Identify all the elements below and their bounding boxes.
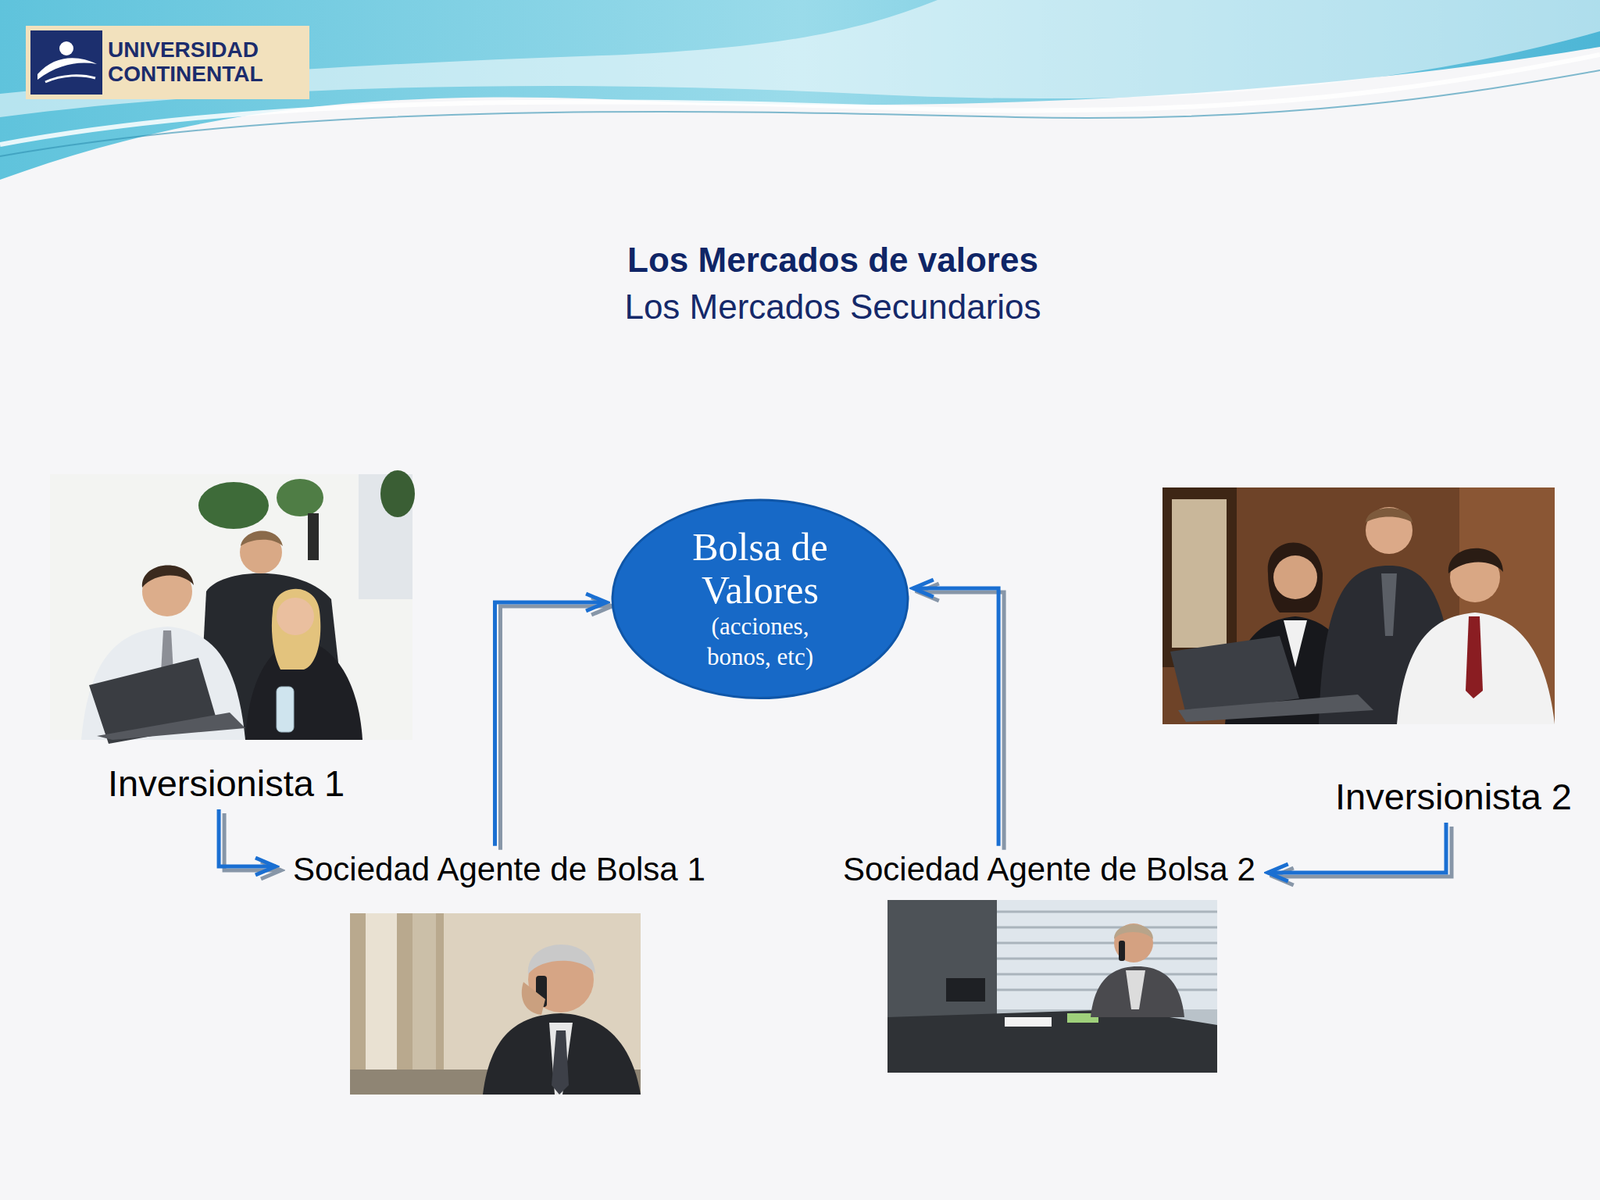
node-text: Sociedad Agente de Bolsa 2	[842, 850, 1256, 889]
broker-photo	[887, 900, 1218, 1073]
node-text: Sociedad Agente de Bolsa 1	[292, 850, 706, 889]
arrow-line	[913, 588, 999, 847]
arrow-shadow	[500, 606, 612, 850]
slide-title: Los Mercados de valores	[520, 239, 1146, 282]
arrow-shadow	[918, 592, 1004, 850]
top-wave	[0, 0, 1600, 180]
broker-label: Sociedad Agente de Bolsa 2	[838, 847, 1261, 892]
arrow-shadow	[224, 813, 282, 871]
broker-label: Sociedad Agente de Bolsa 1	[288, 847, 711, 892]
investor-photo	[50, 470, 415, 744]
flow-arrow	[494, 602, 612, 850]
arrow-line	[1267, 822, 1447, 873]
investor-label: Inversionista 2	[1330, 772, 1577, 822]
flow-arrow	[1267, 822, 1452, 877]
slide-subtitle: Los Mercados Secundarios	[520, 285, 1146, 329]
exchange-ellipse: Bolsa de Valores(acciones, bonos, etc)	[610, 498, 910, 700]
broker-photo	[350, 913, 641, 1095]
arrow-line	[494, 602, 607, 847]
arrow-line	[218, 809, 276, 867]
arrow-shadow	[1273, 826, 1452, 877]
flow-arrow	[218, 809, 282, 871]
exchange-note: (acciones, bonos, etc)	[685, 611, 835, 673]
node-text: Inversionista 1	[107, 762, 345, 805]
exchange-name: Bolsa de Valores	[666, 525, 854, 612]
investor-label: Inversionista 1	[103, 759, 350, 808]
node-text: Inversionista 2	[1335, 775, 1572, 818]
investor-photo	[1162, 487, 1555, 725]
logo-text: UNIVERSIDAD CONTINENTAL	[107, 37, 308, 86]
logo	[25, 25, 310, 100]
flow-arrow	[913, 588, 1004, 850]
